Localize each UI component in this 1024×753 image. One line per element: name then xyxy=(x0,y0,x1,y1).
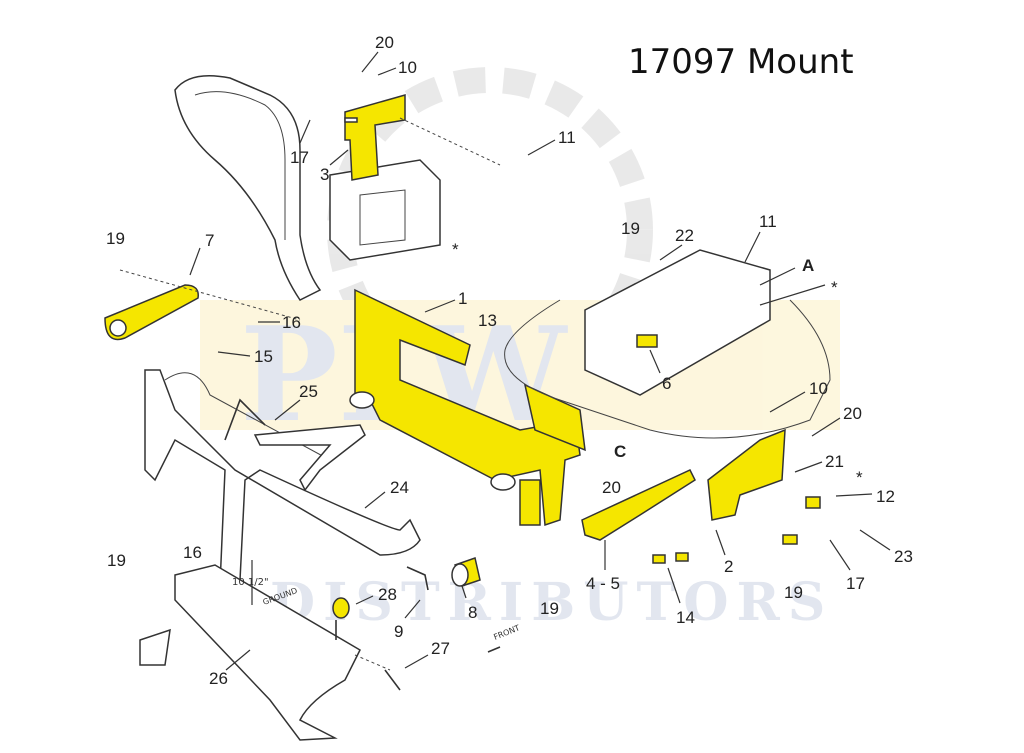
callout-asterisk: * xyxy=(856,468,863,487)
callout-3: 3 xyxy=(320,165,329,184)
ground-dimension: 10 1/2" xyxy=(232,577,269,588)
callout-2: 2 xyxy=(724,557,733,576)
callout-27: 27 xyxy=(431,639,450,658)
frame-rail xyxy=(329,159,441,261)
callout-17: 17 xyxy=(846,574,865,593)
diagram-title: 17097 Mount xyxy=(628,42,854,82)
part-1-plate xyxy=(523,383,586,452)
callout-17: 17 xyxy=(290,148,309,167)
part-7-link xyxy=(104,284,199,341)
callout-20: 20 xyxy=(602,478,621,497)
callout-22: 22 xyxy=(675,226,694,245)
callout-28: 28 xyxy=(378,585,397,604)
part-27-pin xyxy=(384,669,401,691)
callout-1: 1 xyxy=(458,289,467,308)
callout-19: 19 xyxy=(784,583,803,602)
callout-19: 19 xyxy=(106,229,125,248)
callout-10: 10 xyxy=(398,58,417,77)
callout-9: 9 xyxy=(394,622,403,641)
callout-15: 15 xyxy=(254,347,273,366)
callout-26: 26 xyxy=(209,669,228,688)
callout-19: 19 xyxy=(621,219,640,238)
callout-24: 24 xyxy=(390,478,409,497)
callout-7: 7 xyxy=(205,231,214,250)
callout-4-5: 4 - 5 xyxy=(586,574,620,593)
callout-10: 10 xyxy=(809,379,828,398)
callout-12: 12 xyxy=(876,487,895,506)
callout-19: 19 xyxy=(107,551,126,570)
callout-11: 11 xyxy=(759,212,777,231)
svg-text:DISTRIBUTORS: DISTRIBUTORS xyxy=(270,572,833,633)
part-3-bracket xyxy=(344,94,406,181)
part-2-bracket xyxy=(707,428,786,521)
part-9-pin xyxy=(406,566,429,591)
callout-asterisk: * xyxy=(452,240,459,259)
part-25-brace xyxy=(253,424,366,492)
bolts xyxy=(344,117,821,564)
front-arrow-icon xyxy=(487,646,501,653)
callout-20: 20 xyxy=(843,404,862,423)
callout-6: 6 xyxy=(662,374,671,393)
callout-21: 21 xyxy=(825,452,844,471)
callout-11: 11 xyxy=(558,128,576,147)
callout-14: 14 xyxy=(676,608,695,627)
callout-labels: 20 10 17 3 11 19 7 * 1 16 15 19 22 11 A … xyxy=(106,33,913,688)
callout-16: 16 xyxy=(282,313,301,332)
hitch-frame xyxy=(144,369,421,586)
callout-16: 16 xyxy=(183,543,202,562)
part-1-mount xyxy=(354,288,581,527)
callout-25: 25 xyxy=(299,382,318,401)
callout-asterisk: * xyxy=(831,278,838,297)
callout-23: 23 xyxy=(894,547,913,566)
callout-20: 20 xyxy=(375,33,394,52)
leader-lines xyxy=(189,51,891,671)
part-4-5-plate xyxy=(581,469,696,541)
callout-19: 19 xyxy=(540,599,559,618)
callout-13: 13 xyxy=(478,311,497,330)
bumper xyxy=(174,75,322,301)
right-frame xyxy=(584,249,771,396)
part-6 xyxy=(636,334,658,348)
callout-c: C xyxy=(614,442,626,461)
callout-8: 8 xyxy=(468,603,477,622)
part-28-clip xyxy=(332,597,350,619)
part-26-receiver xyxy=(174,564,361,741)
callout-a: A xyxy=(802,256,814,275)
